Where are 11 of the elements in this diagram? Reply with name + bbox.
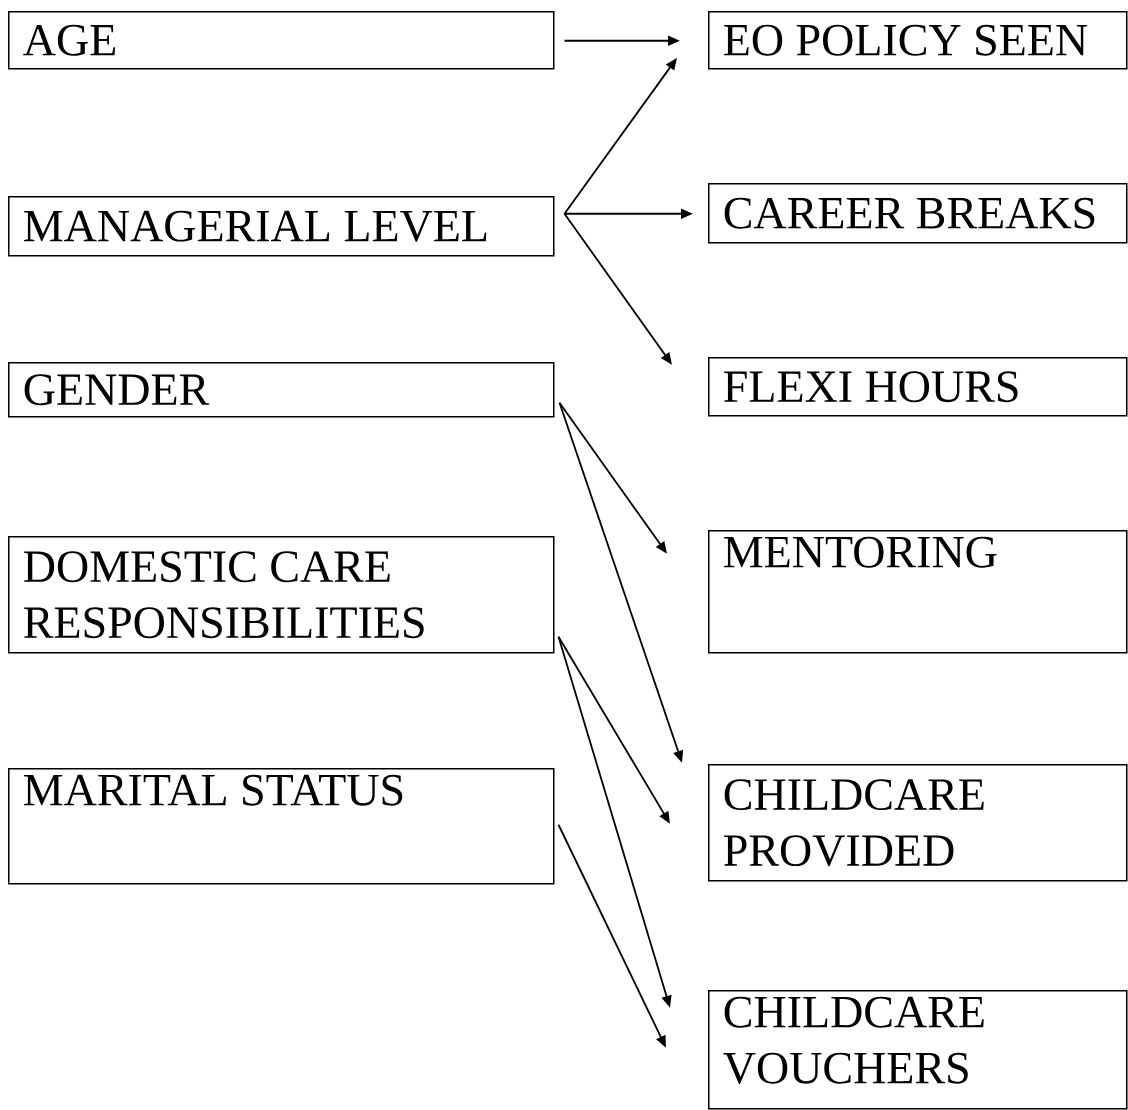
text-box: AGE <box>8 11 555 70</box>
text-box: CHILDCARE VOUCHERS <box>708 990 1128 1110</box>
text-box: GENDER <box>8 362 555 418</box>
text-box: EO POLICY SEEN <box>708 11 1128 70</box>
text-box: DOMESTIC CARE RESPONSIBILITIES <box>8 536 555 654</box>
text-box: MANAGERIAL LEVEL <box>8 196 555 257</box>
text-box: MARITAL STATUS <box>8 768 555 885</box>
text-box: FLEXI HOURS <box>708 357 1128 417</box>
text-box: MENTORING <box>708 530 1128 654</box>
text-box: CAREER BREAKS <box>708 183 1128 244</box>
text-box: CHILDCARE PROVIDED <box>708 764 1128 882</box>
